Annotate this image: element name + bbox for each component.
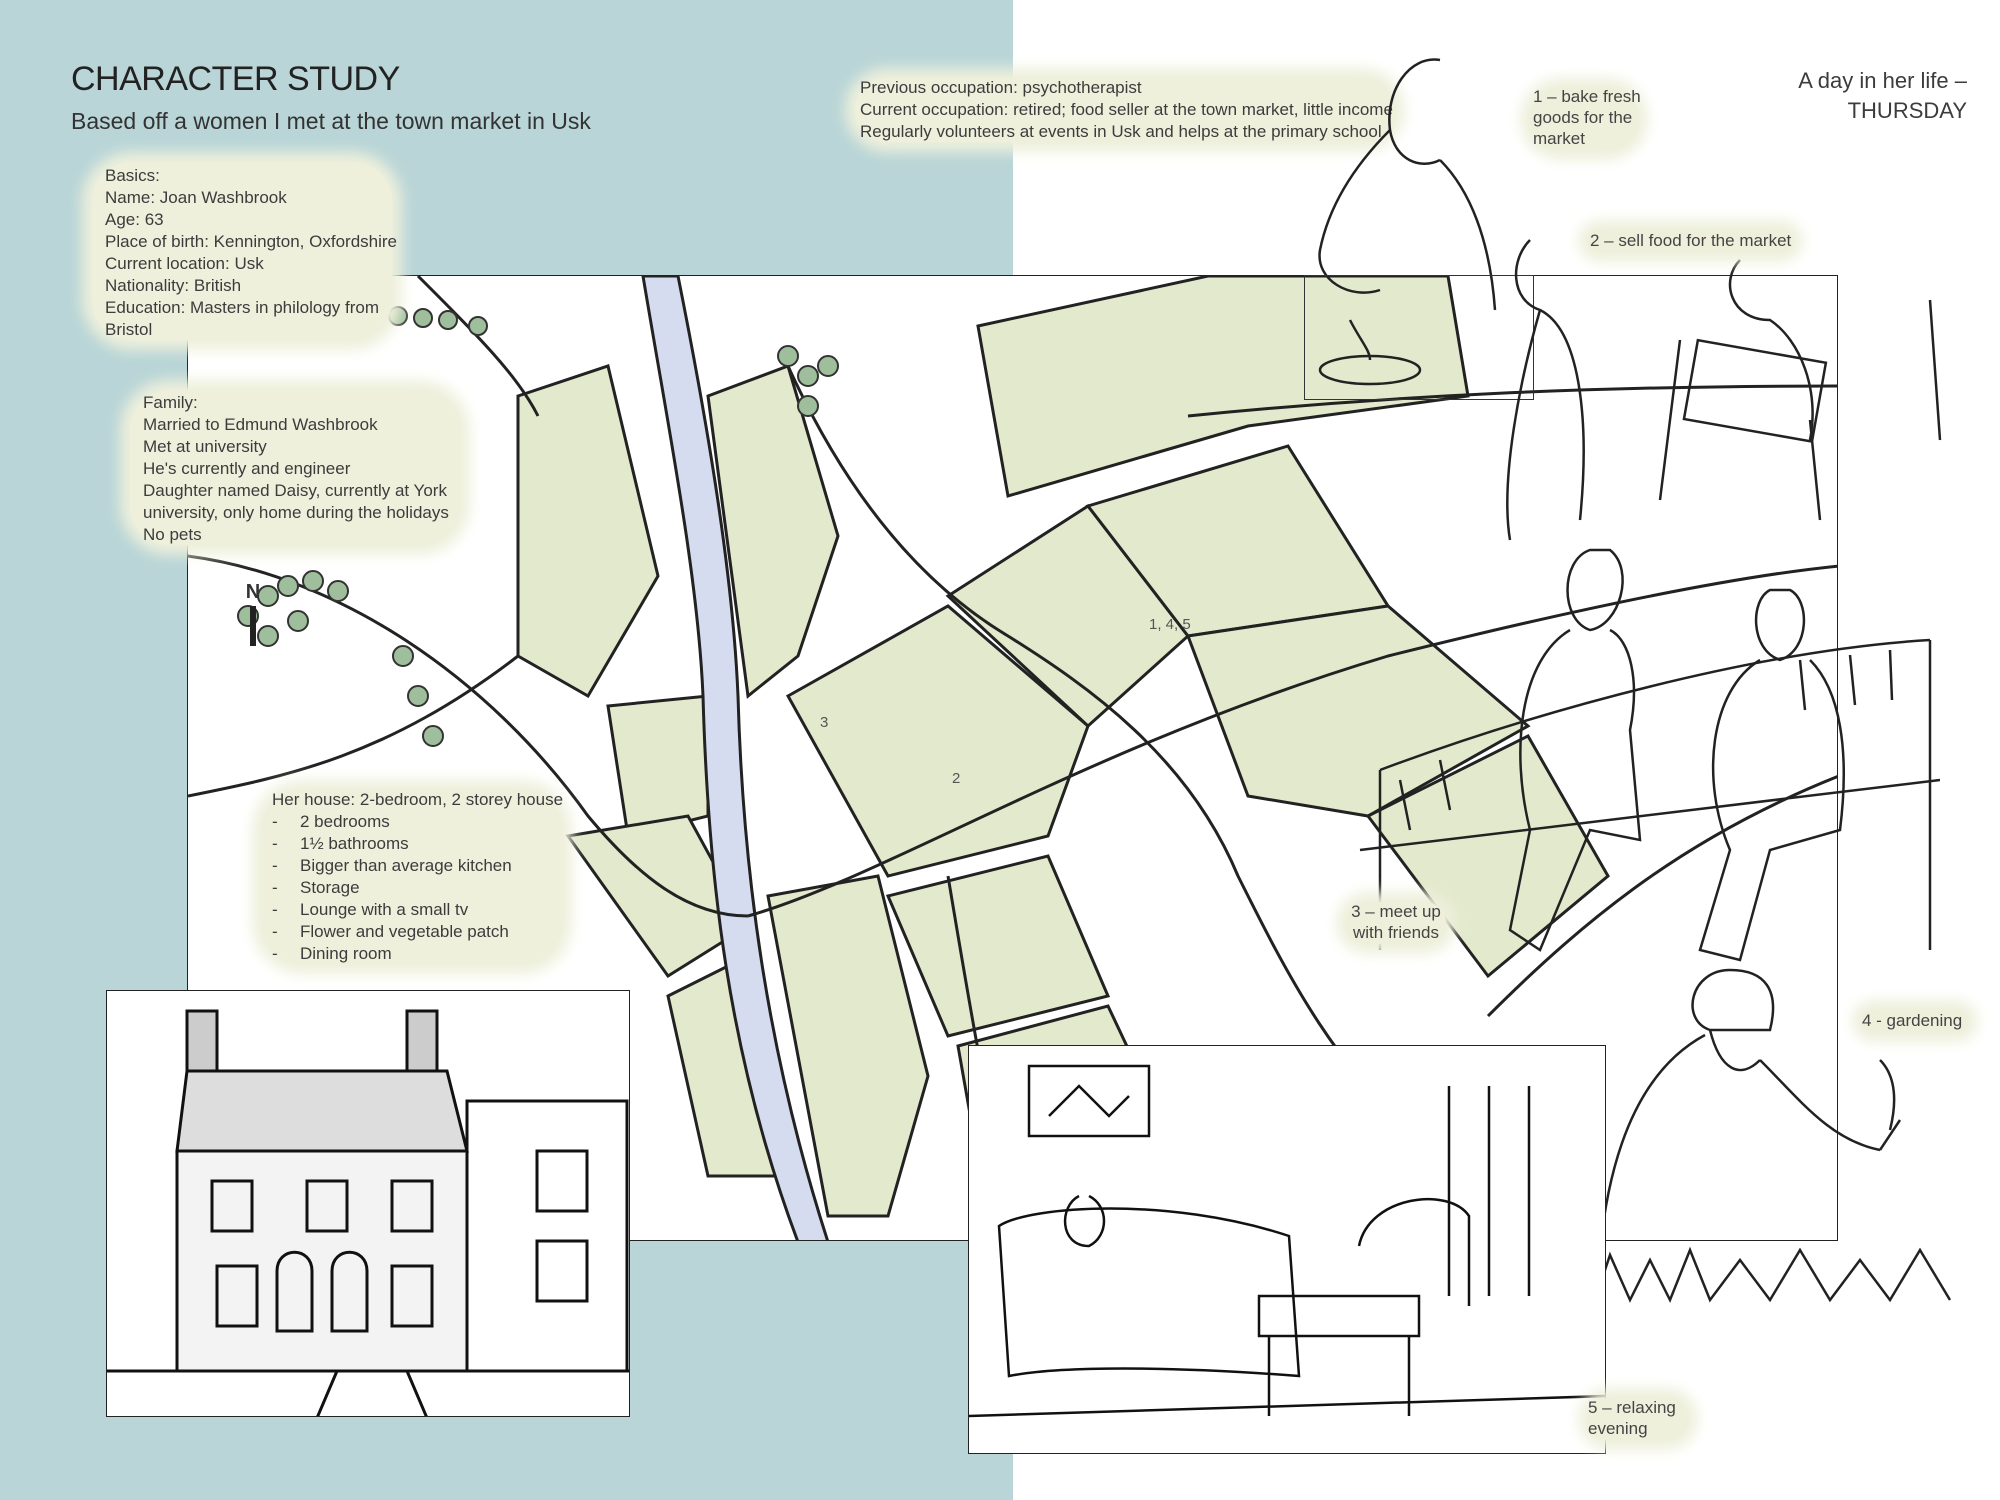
occupation-info: Previous occupation: psychotherapist Cur… [860, 77, 1393, 143]
basics-line: Bristol [105, 320, 153, 339]
occupation-line: Previous occupation: psychotherapist [860, 78, 1142, 97]
day-heading-line2: THURSDAY [1847, 98, 1967, 123]
map-marker-145: 1, 4, 5 [1149, 616, 1191, 633]
activity-1-label: 1 – bake fresh goods for the market [1533, 86, 1641, 149]
house-heading: Her house: 2-bedroom, 2 storey house [272, 790, 564, 809]
activity-line: 5 – relaxing [1588, 1398, 1676, 1417]
map-marker-2: 2 [952, 770, 961, 787]
family-blob [130, 390, 460, 545]
basics-line: Current location: Usk [105, 254, 264, 273]
house-features-list: 2 bedrooms 1½ bathrooms Bigger than aver… [272, 811, 563, 965]
house-feature: Storage [272, 877, 563, 899]
page-title: CHARACTER STUDY [71, 60, 400, 98]
family-info: Family: Married to Edmund Washbrook Met … [143, 392, 449, 546]
activity-2-label: 2 – sell food for the market [1590, 230, 1791, 251]
family-heading: Family: [143, 393, 198, 412]
family-line: He's currently and engineer [143, 459, 351, 478]
family-line: No pets [143, 525, 202, 544]
activity-line: evening [1588, 1419, 1648, 1438]
baking-sketch [1318, 58, 1497, 386]
map-marker-3: 3 [820, 714, 829, 731]
activity-2-blob [1588, 230, 1793, 252]
activity-line: 4 - gardening [1862, 1011, 1963, 1030]
activity-line: 3 – meet up [1351, 902, 1441, 921]
activity-line: market [1533, 129, 1585, 148]
activity-4-label: 4 - gardening [1862, 1010, 1962, 1031]
family-line: university, only home during the holiday… [143, 503, 449, 522]
basics-line: Nationality: British [105, 276, 242, 295]
activity-3-label: 3 – meet up with friends [1346, 901, 1446, 943]
basics-line: Name: Joan Washbrook [105, 188, 287, 207]
house-feature: Bigger than average kitchen [272, 855, 563, 877]
house-feature: 1½ bathrooms [272, 833, 563, 855]
activity-5-blob [1588, 1398, 1688, 1440]
house-feature: Lounge with a small tv [272, 899, 563, 921]
activity-line: with friends [1353, 923, 1439, 942]
family-line: Daughter named Daisy, currently at York [143, 481, 447, 500]
living-room-drawing [969, 1064, 1605, 1418]
north-arrow: N [233, 581, 273, 648]
map-drawing [188, 276, 1837, 1240]
activity-4-blob [1862, 1010, 1968, 1032]
basics-heading: Basics: [105, 166, 160, 185]
day-heading: A day in her life – THURSDAY [1798, 66, 1967, 126]
north-label: N [245, 581, 261, 603]
house-feature: Dining room [272, 943, 563, 965]
basics-line: Place of birth: Kennington, Oxfordshire [105, 232, 397, 251]
north-arrow-icon [250, 606, 256, 646]
activity-line: goods for the [1533, 108, 1633, 127]
occupation-line: Current occupation: retired; food seller… [860, 100, 1393, 119]
occupation-blob [855, 78, 1395, 142]
basics-info: Basics: Name: Joan Washbrook Age: 63 Pla… [105, 165, 397, 341]
family-line: Met at university [143, 437, 267, 456]
living-room-sketch [968, 1045, 1606, 1454]
page-subtitle: Based off a women I met at the town mark… [71, 108, 591, 134]
occupation-line: Regularly volunteers at events in Usk an… [860, 122, 1382, 141]
market-sketch [1506, 239, 1942, 541]
day-heading-line1: A day in her life – [1798, 68, 1967, 93]
activity-1-blob [1530, 88, 1638, 150]
house-feature: Flower and vegetable patch [272, 921, 563, 943]
basics-line: Education: Masters in philology from [105, 298, 380, 317]
house-info: Her house: 2-bedroom, 2 storey house 2 b… [272, 789, 563, 965]
activity-3-blob [1346, 902, 1446, 944]
house-feature: 2 bedrooms [272, 811, 563, 833]
house-drawing [107, 1009, 629, 1416]
house-sketch [106, 990, 630, 1417]
activity-line: 1 – bake fresh [1533, 87, 1641, 106]
activity-5-label: 5 – relaxing evening [1588, 1397, 1676, 1439]
family-line: Married to Edmund Washbrook [143, 415, 378, 434]
activity-line: 2 – sell food for the market [1590, 231, 1792, 250]
town-map: N 1, 4, 5 3 2 [187, 275, 1838, 1241]
basics-blob [92, 162, 392, 340]
basics-line: Age: 63 [105, 210, 164, 229]
